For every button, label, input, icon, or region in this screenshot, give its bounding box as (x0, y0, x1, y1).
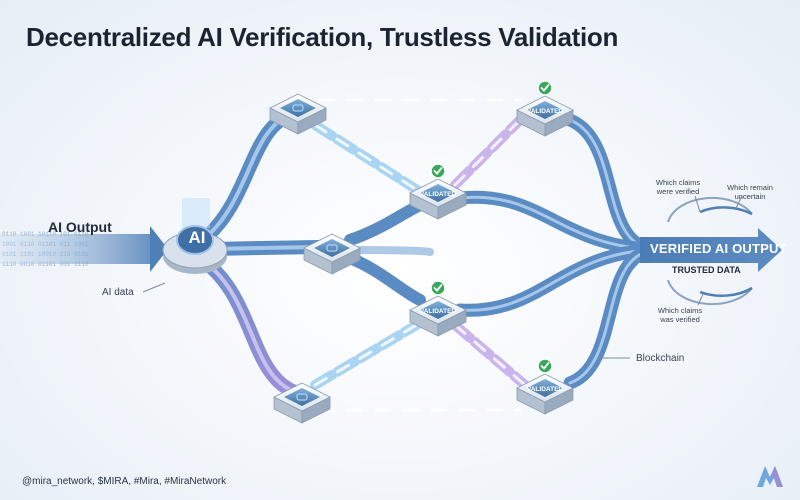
output-sublabel: TRUSTED DATA (672, 265, 741, 275)
chip-glyph-icon (326, 244, 338, 252)
validated-badge: VALIDATED (420, 191, 457, 198)
chip-glyph-icon (296, 393, 308, 401)
annotation-claims-verified: Which claims were verified (655, 178, 701, 196)
node-top-right: VALIDATED (516, 80, 574, 137)
validated-badge: VALIDATED (527, 108, 564, 115)
annotation-remain-uncertain: Which remain uncertain (727, 183, 773, 201)
chain-diag-2 (450, 110, 530, 190)
chip-glyph-icon (292, 104, 304, 112)
validated-badge: VALIDATED (527, 386, 564, 393)
annotation-arcs (142, 195, 753, 359)
node-top-left (269, 93, 327, 135)
check-icon (430, 163, 446, 179)
mira-logo-icon (757, 466, 783, 487)
pipe-mid-to-upper-center (344, 199, 426, 246)
svg-text:1110 0010 01101 001 1110: 1110 0010 01101 001 1110 (2, 261, 89, 268)
node-upper-center: VALIDATED (409, 163, 467, 220)
annotation-claims-was-verified: Which claims was verified (657, 306, 703, 324)
input-label: AI Output (48, 219, 112, 235)
input-arrow (0, 226, 168, 272)
chain-diag-1 (310, 120, 430, 200)
check-icon (430, 280, 446, 296)
blockchain-label: Blockchain (636, 353, 685, 364)
ai-chip (162, 198, 228, 274)
footer-tags: @mira_network, $MIRA, #Mira, #MiraNetwor… (22, 476, 227, 487)
output-arrow (640, 228, 782, 272)
input-sublabel: AI data (102, 287, 134, 298)
node-mid-left (303, 233, 361, 275)
page-title: Decentralized AI Verification, Trustless… (26, 22, 619, 52)
check-icon (537, 358, 553, 374)
ai-chip-label: AI (188, 228, 206, 247)
chain-diag-3 (310, 315, 430, 390)
nodes-layer: VALIDATED VALIDATED VALIDATED VALIDATED (269, 80, 574, 424)
check-icon (537, 80, 553, 96)
chains (310, 95, 530, 415)
pipes (198, 108, 657, 399)
pipe-mid-to-lower-center (344, 252, 426, 306)
output-label: VERIFIED AI OUTPUT (650, 241, 787, 256)
validated-badge: VALIDATED (420, 308, 457, 315)
node-bottom-right: VALIDATED (516, 358, 574, 415)
node-lower-center: VALIDATED (409, 280, 467, 337)
chain-diag-4 (450, 320, 530, 390)
node-bottom-left (273, 382, 331, 424)
